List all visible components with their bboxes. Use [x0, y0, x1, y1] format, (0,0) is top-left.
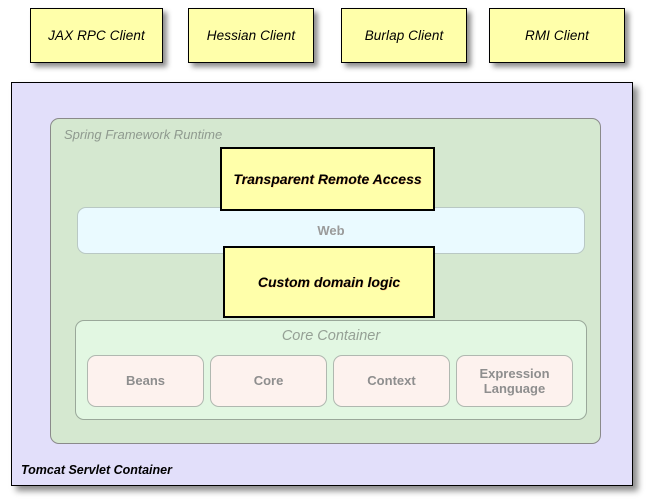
overlay-custom-domain-logic[interactable]: Custom domain logic	[223, 246, 435, 318]
core-module-beans[interactable]: Beans	[87, 355, 204, 407]
core-module-label: Expression Language	[479, 365, 550, 396]
core-container: Core Container Beans Core Context Expres…	[75, 320, 587, 420]
core-module-core[interactable]: Core	[210, 355, 327, 407]
client-box-label: RMI Client	[524, 28, 589, 43]
overlay-transparent-remote-access[interactable]: Transparent Remote Access	[220, 147, 435, 211]
core-module-expression-language[interactable]: Expression Language	[456, 355, 573, 407]
core-module-label: Context	[367, 373, 416, 389]
overlay-label: Custom domain logic	[257, 274, 401, 290]
client-box-rmi[interactable]: RMI Client	[489, 8, 625, 63]
overlay-label: Transparent Remote Access	[233, 171, 422, 187]
core-container-label: Core Container	[281, 328, 381, 344]
spring-framework-runtime-label: Spring Framework Runtime	[64, 127, 223, 142]
core-module-label: Core	[253, 373, 284, 389]
client-box-label: Burlap Client	[364, 28, 444, 43]
core-module-context[interactable]: Context	[333, 355, 450, 407]
tomcat-servlet-container-label: Tomcat Servlet Container	[21, 463, 172, 477]
web-layer-label: Web	[317, 223, 345, 238]
client-box-burlap[interactable]: Burlap Client	[341, 8, 467, 63]
client-box-jax-rpc[interactable]: JAX RPC Client	[30, 8, 163, 63]
client-box-label: JAX RPC Client	[48, 28, 145, 43]
client-box-hessian[interactable]: Hessian Client	[188, 8, 314, 63]
core-module-label: Beans	[125, 373, 166, 389]
client-box-label: Hessian Client	[206, 28, 296, 43]
